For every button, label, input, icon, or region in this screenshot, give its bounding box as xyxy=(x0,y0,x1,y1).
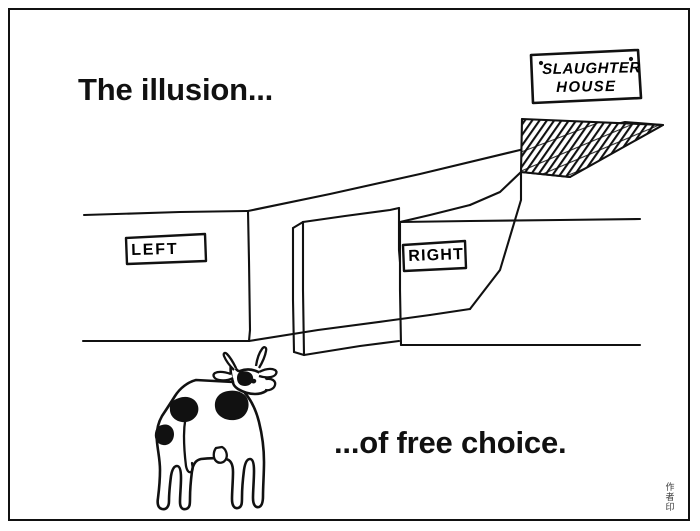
center-divider-panel xyxy=(291,206,402,357)
dark-tunnel-entrance xyxy=(519,117,665,179)
right-sign-plate xyxy=(401,239,468,273)
cow-spots xyxy=(154,371,254,446)
caption-top: The illusion... xyxy=(78,72,274,107)
artist-signature: 作 者 印 xyxy=(665,483,675,513)
caption-bottom: ...of free choice. xyxy=(334,425,567,460)
left-sign-plate xyxy=(124,232,208,266)
slaughterhouse-sign-board xyxy=(529,48,643,105)
cow-figure xyxy=(154,346,278,511)
